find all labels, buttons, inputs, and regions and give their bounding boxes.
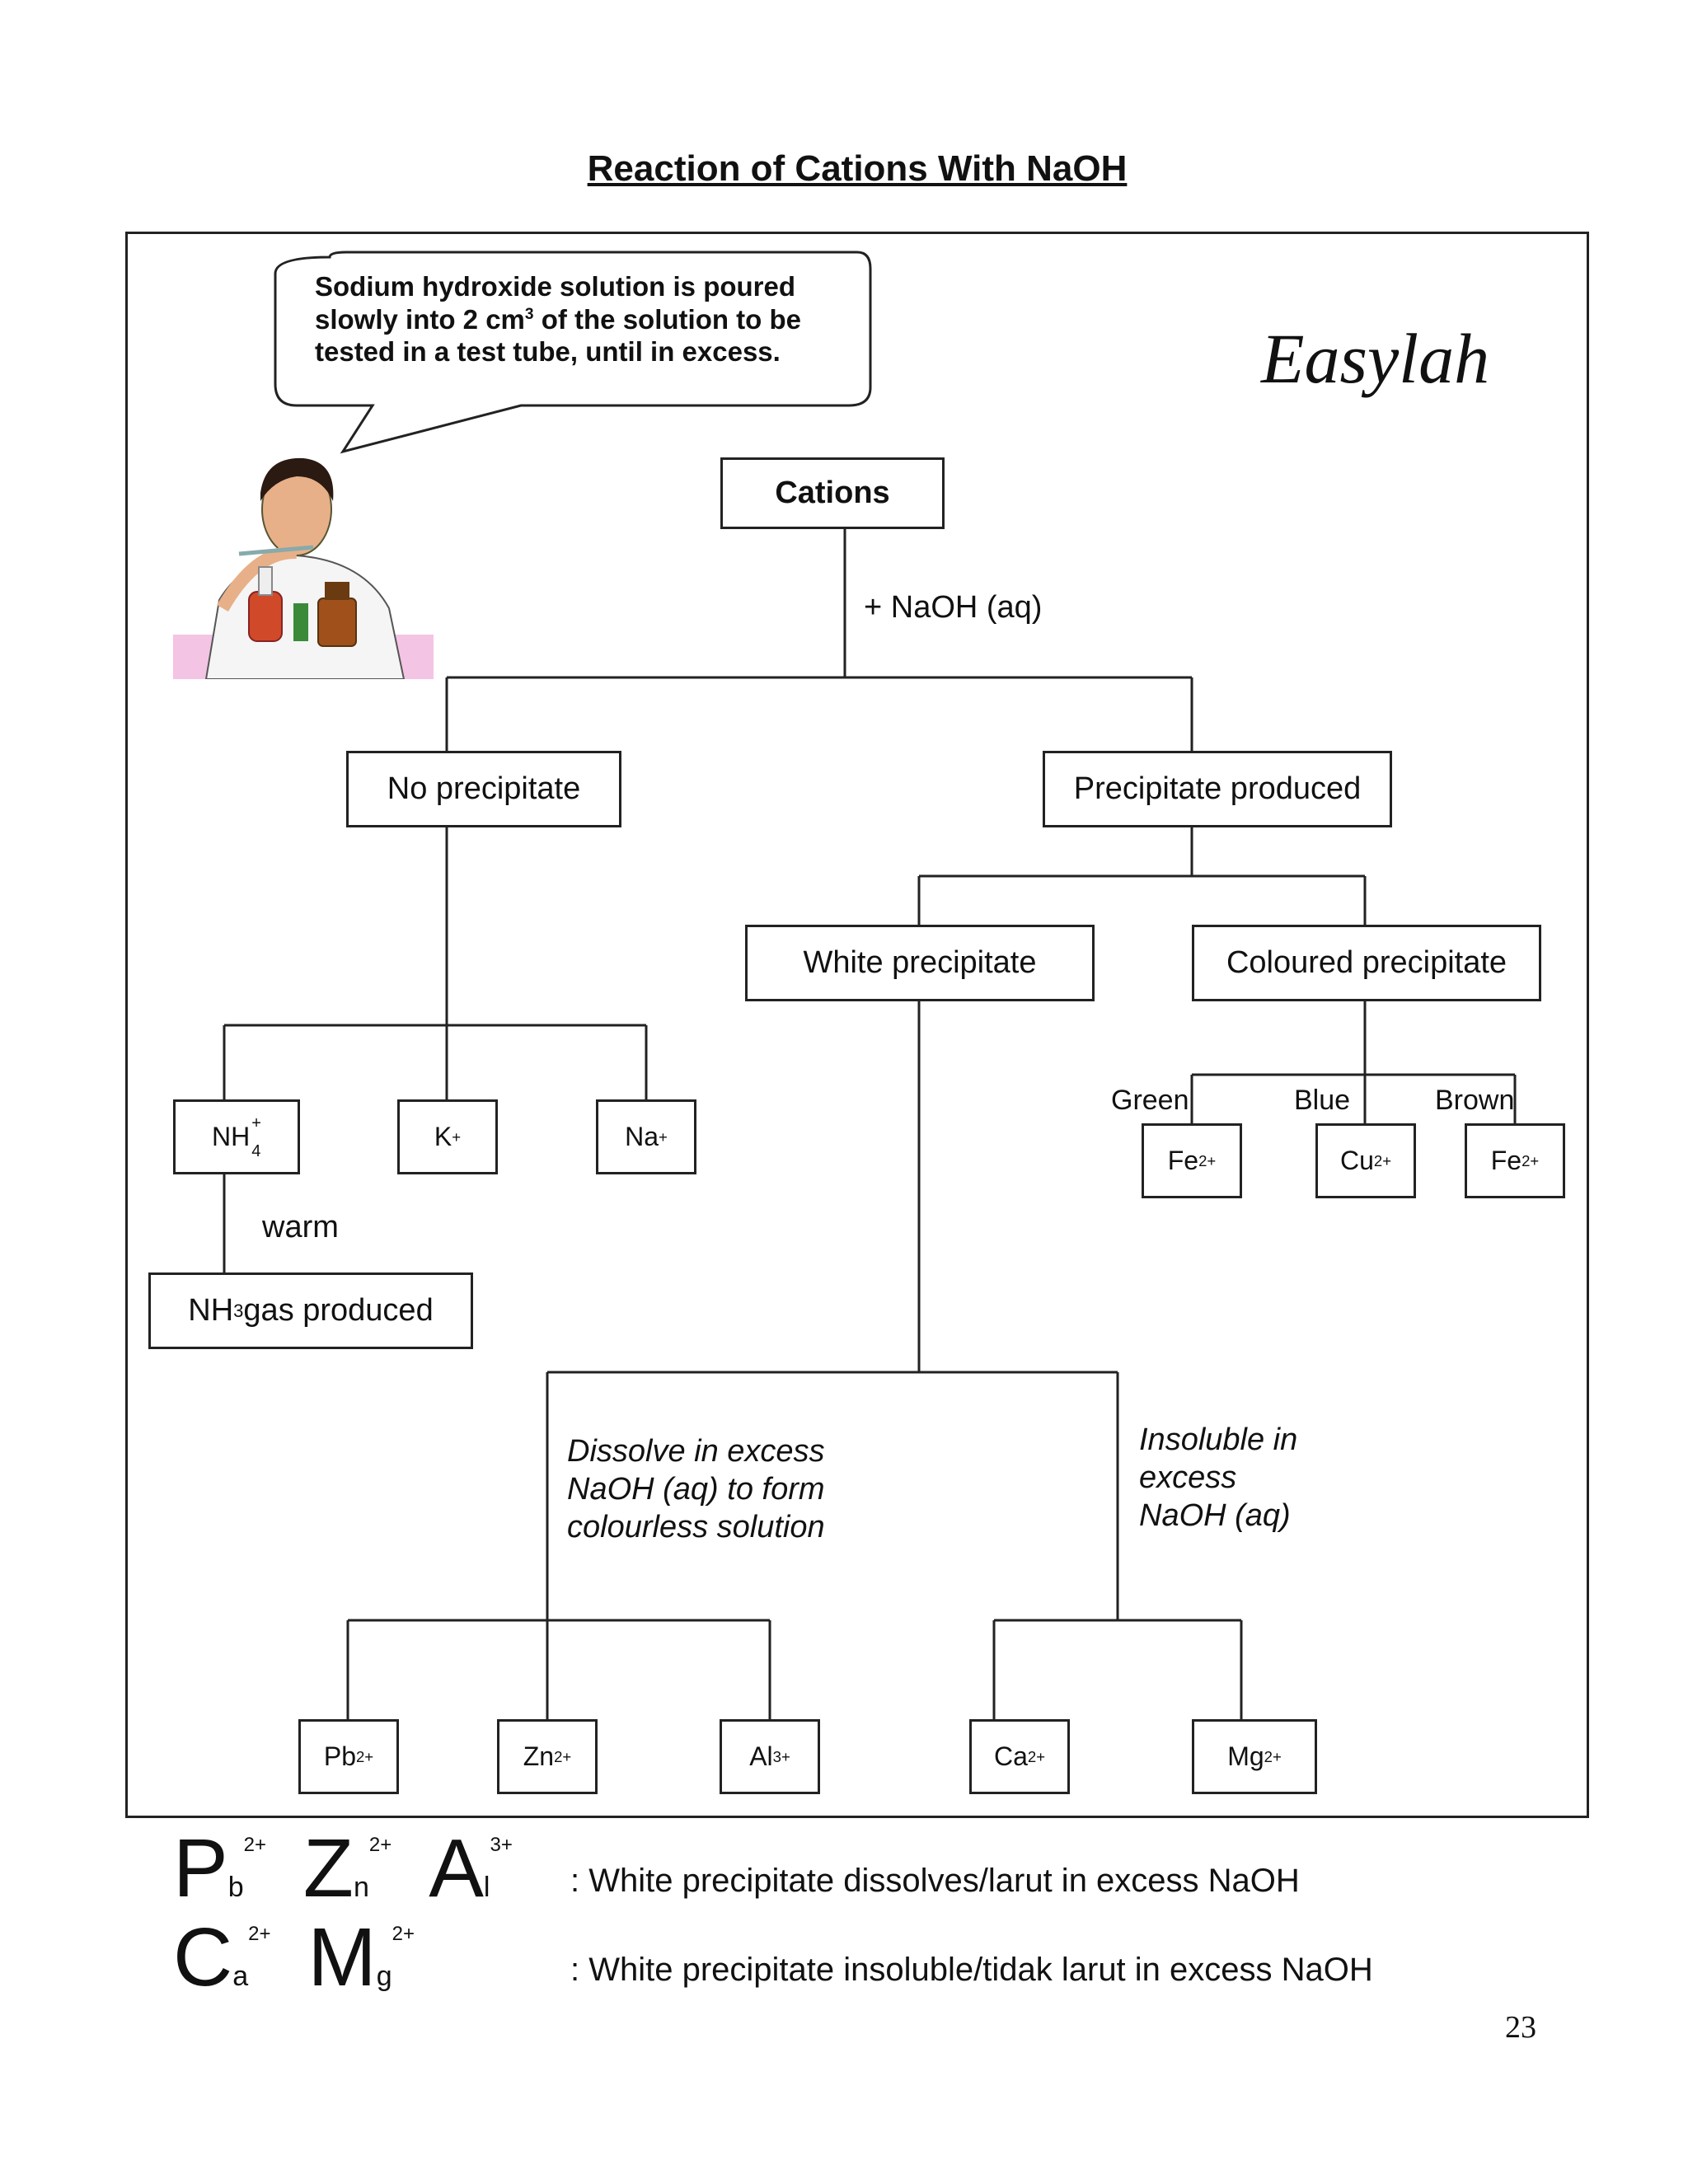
colour-label-green: Green — [1111, 1085, 1189, 1116]
insoluble-label: Insoluble in excess NaOH (aq) — [1139, 1422, 1298, 1533]
speech-bubble-text: Sodium hydroxide solution is poured slow… — [315, 270, 842, 368]
bubble-line-2: slowly into 2 cm3 of the solution to be — [315, 303, 802, 335]
coloured-precipitate-box: Coloured precipitate — [1192, 925, 1541, 1001]
speech-bubble-outline — [274, 251, 872, 454]
ion-box-ammonium: NH+4 — [173, 1099, 300, 1174]
dissolve-label: Dissolve in excess NaOH (aq) to form col… — [567, 1434, 825, 1544]
white-precipitate-box: White precipitate — [745, 925, 1095, 1001]
reagent-label: + NaOH (aq) — [864, 590, 1043, 625]
legend-row-dissolves-symbols: Pb2+ Zn2+ Al3+ — [173, 1822, 513, 1915]
diagram-frame — [125, 232, 1589, 1818]
legend-row-insoluble-symbols: Ca2+ Mg2+ — [173, 1911, 415, 2004]
no-precipitate-box: No precipitate — [346, 751, 621, 827]
ion-box-potassium: K+ — [397, 1099, 498, 1174]
bubble-line-3: tested in a test tube, until in excess. — [315, 336, 781, 368]
legend-row-dissolves-text: : White precipitate dissolves/larut in e… — [570, 1863, 1300, 1899]
legend-row-insoluble-text: : White precipitate insoluble/tidak laru… — [570, 1952, 1373, 1988]
chemist-illustration — [173, 457, 434, 679]
warm-label: warm — [262, 1210, 339, 1244]
bubble-line-1: Sodium hydroxide solution is poured — [315, 271, 796, 302]
colour-label-blue: Blue — [1294, 1085, 1351, 1116]
brand-logo: Easylah — [1261, 319, 1490, 398]
ion-box-sodium: Na+ — [596, 1099, 696, 1174]
page-number: 23 — [1505, 2010, 1536, 2045]
colour-label-brown: Brown — [1435, 1085, 1515, 1116]
page-title: Reaction of Cations With NaOH — [587, 148, 1128, 189]
precipitate-produced-box: Precipitate produced — [1043, 751, 1392, 827]
cations-box: Cations — [720, 457, 945, 529]
